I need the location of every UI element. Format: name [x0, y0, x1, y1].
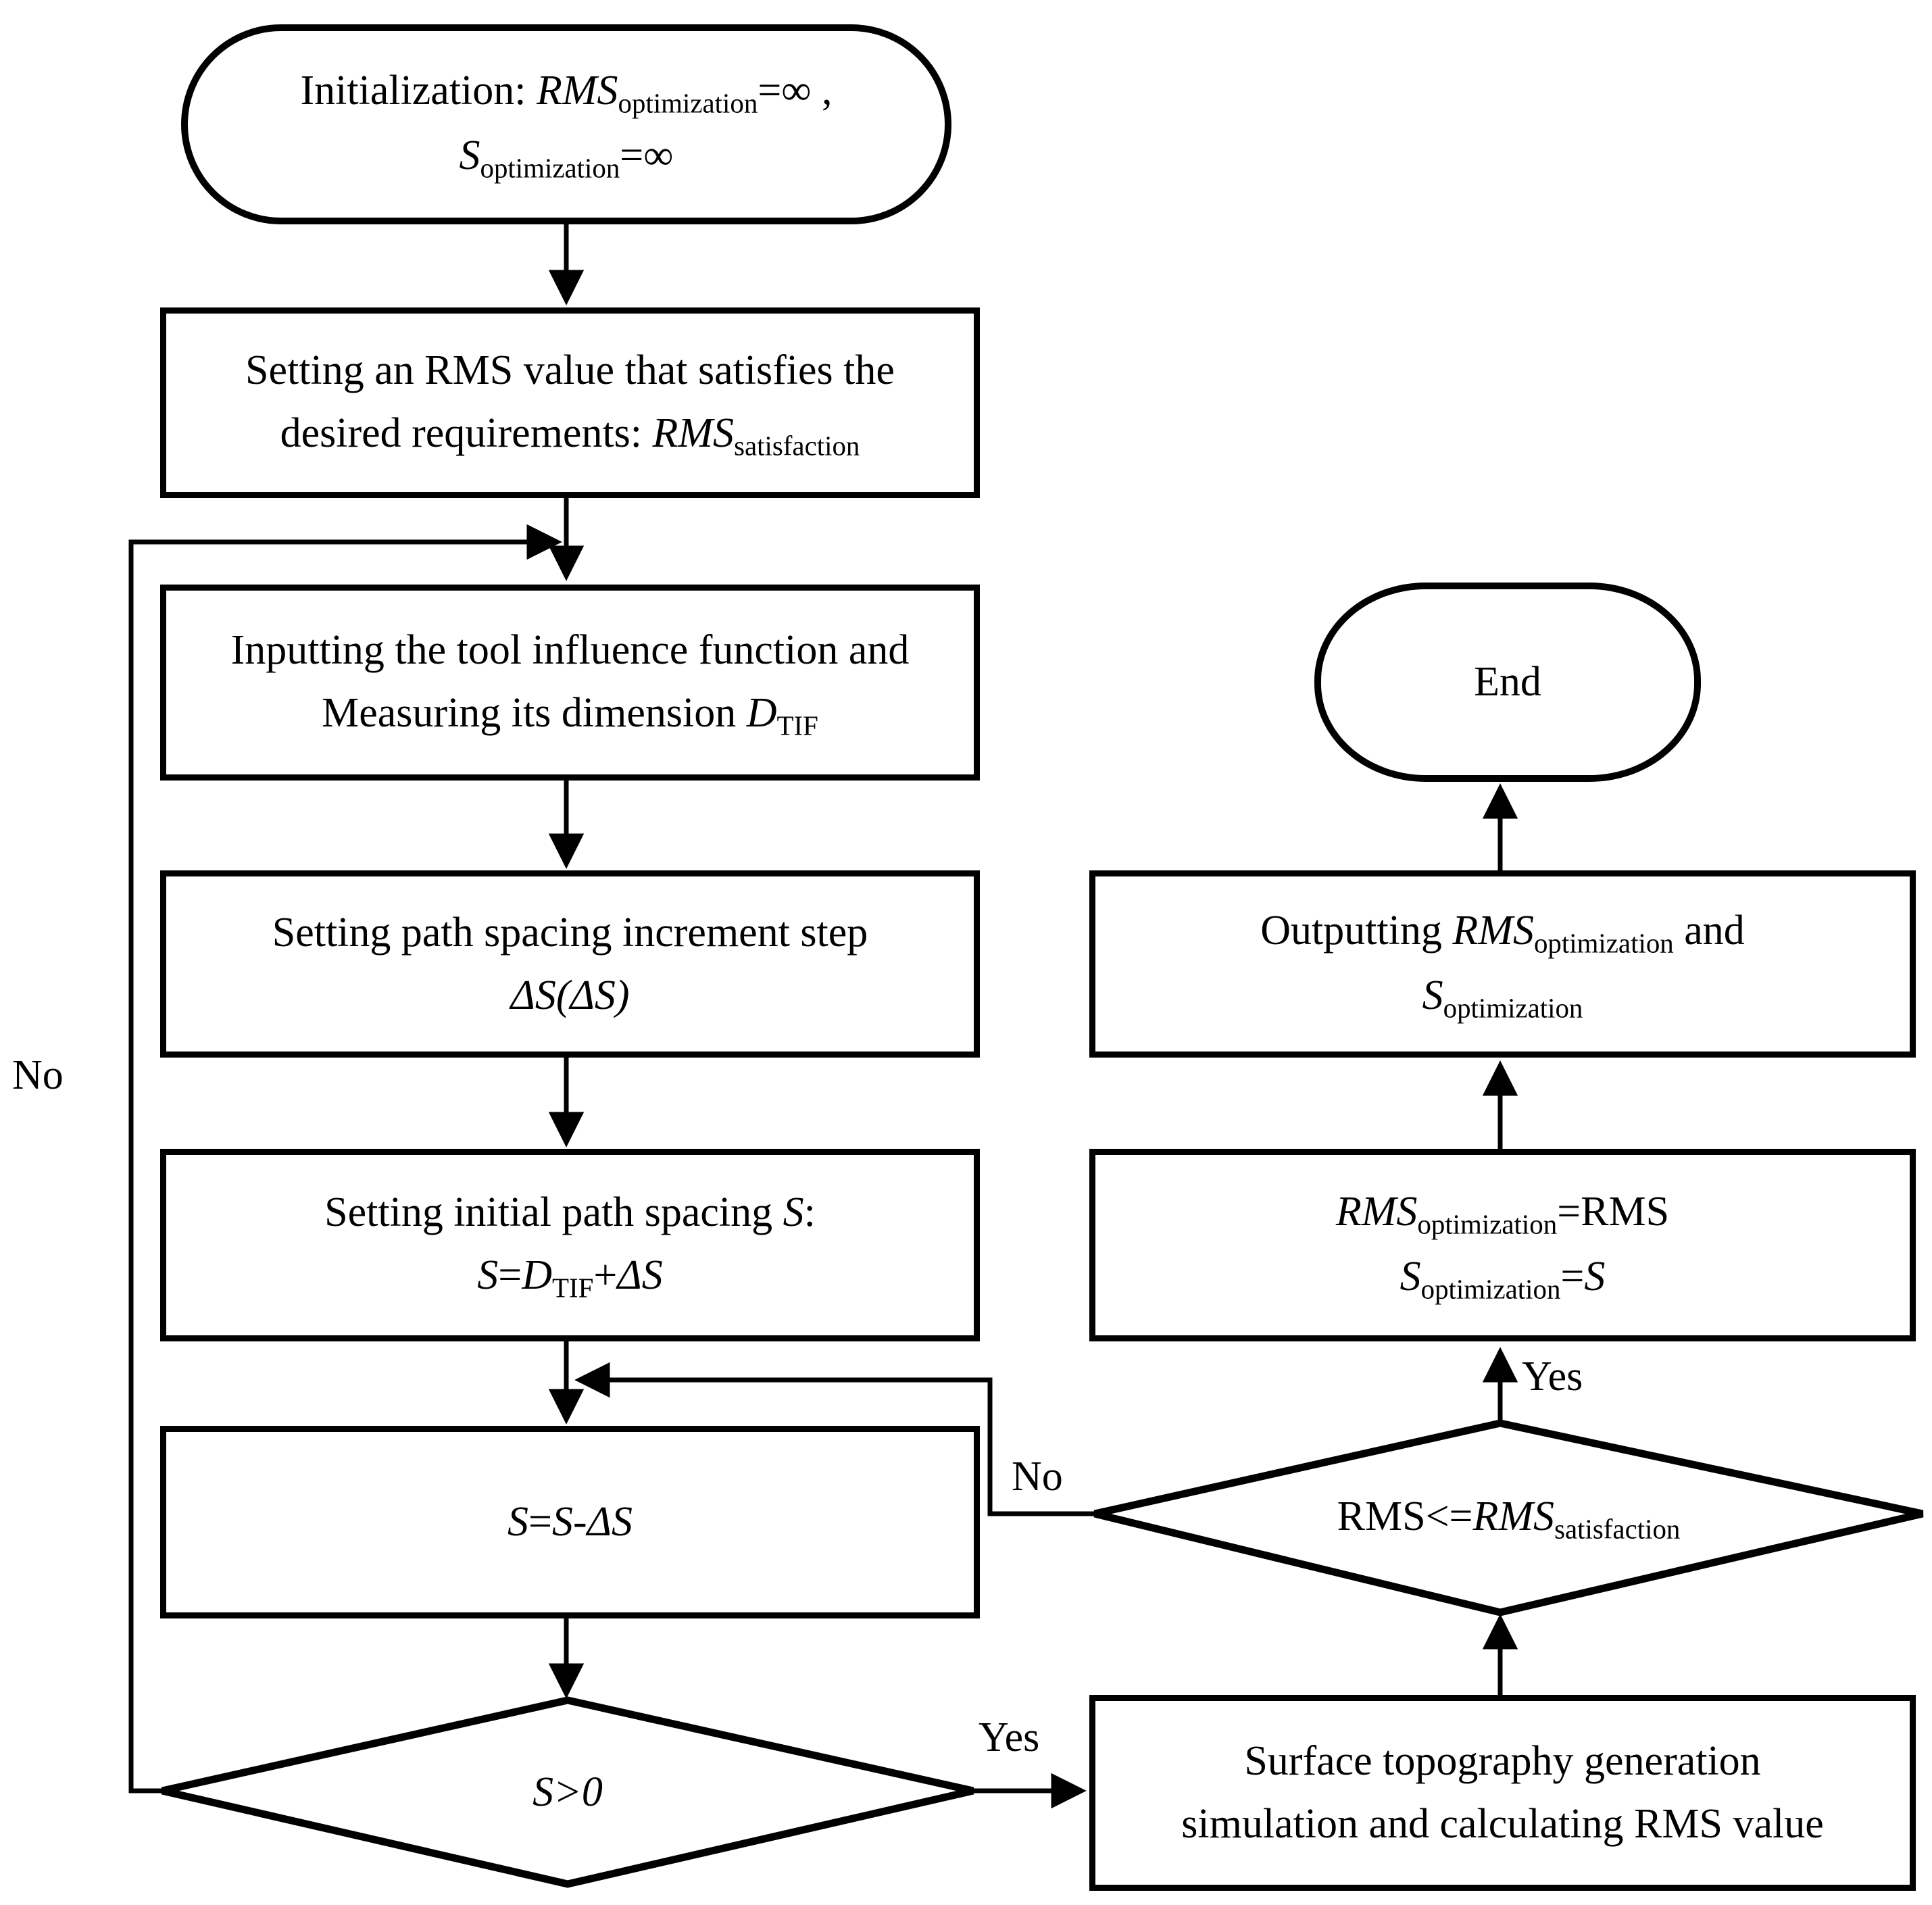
- process-decrement-spacing: S=S-ΔS: [160, 1426, 980, 1618]
- edge-label-rms-no: No: [1012, 1454, 1063, 1500]
- decision-s-gt-0-shape: [161, 1696, 974, 1888]
- process-input-tif-label: Inputting the tool influence function an…: [230, 626, 910, 741]
- decision-rms-satisfaction-label: RMS<=RMSsatisfaction: [1337, 1493, 1681, 1545]
- decision-rms-satisfaction: RMS<=RMSsatisfaction: [1095, 1423, 1923, 1612]
- process-input-tif: Inputting the tool influence function an…: [160, 585, 980, 781]
- start-node-label: Initialization: RMSoptimization=∞ ,Sopti…: [300, 68, 833, 184]
- process-set-initial-spacing: Setting initial path spacing S:S=DTIF+ΔS: [160, 1149, 980, 1341]
- decision-rms-shape: [1093, 1419, 1924, 1616]
- end-node-label: End: [1474, 659, 1541, 705]
- start-node: Initialization: RMSoptimization=∞ ,Sopti…: [181, 24, 951, 224]
- edge-label-rms-yes: Yes: [1522, 1354, 1583, 1400]
- edge-rms-no-return: [574, 1362, 1095, 1516]
- process-decrement-spacing-label: S=S-ΔS: [507, 1499, 633, 1545]
- edge-label-loop-no: No: [12, 1052, 64, 1098]
- decision-s-gt-0-label: S>0: [532, 1768, 603, 1815]
- decision-s-gt-0: S>0: [162, 1700, 973, 1884]
- process-set-initial-spacing-label: Setting initial path spacing S:S=DTIF+ΔS: [324, 1189, 816, 1304]
- end-node: End: [1314, 583, 1701, 782]
- edge-label-s-yes: Yes: [979, 1714, 1040, 1760]
- edge-no-loop-return: [128, 524, 562, 1793]
